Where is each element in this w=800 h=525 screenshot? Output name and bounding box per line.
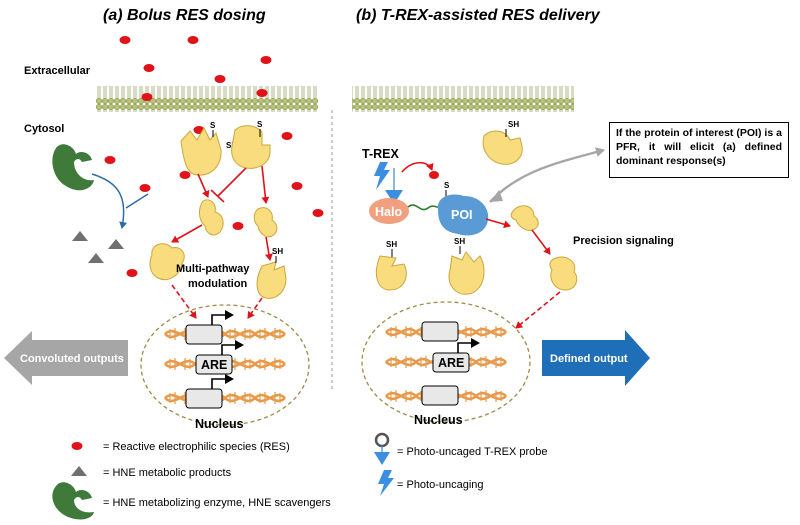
protein-a1 <box>180 126 222 176</box>
pathway-arrow-2 <box>261 165 270 204</box>
gene-box-a3 <box>185 388 223 409</box>
nucleus-a <box>140 304 310 426</box>
convoluted-outputs-label: Convoluted outputs <box>20 353 124 365</box>
gene-box-a1 <box>185 324 223 345</box>
halo-shape <box>369 198 409 224</box>
legend-hne-product <box>71 466 87 476</box>
convoluted-outputs-arrow <box>4 331 128 385</box>
nucleus-b <box>361 301 531 423</box>
legend-enzyme-label: = HNE metabolizing enzyme, HNE scavenger… <box>103 497 331 509</box>
protein-b-downstream <box>549 256 578 291</box>
precision-arrow <box>531 229 551 255</box>
protein-b3 <box>448 251 485 295</box>
are-label-b: ARE <box>438 356 464 370</box>
membrane-right <box>352 86 574 112</box>
legend-res-label: = Reactive electrophilic species (RES) <box>103 441 290 453</box>
are-box-b <box>432 352 470 373</box>
defined-output-label: Defined output <box>550 353 628 365</box>
protein-a5 <box>149 243 185 281</box>
sh-label-b2: SH <box>386 240 397 249</box>
protein-b2 <box>375 255 407 291</box>
panel-b-title: (b) T-REX-assisted RES delivery <box>356 7 601 24</box>
linker <box>407 204 443 211</box>
poi-note-box: If the protein of interest (POI) is a PF… <box>609 122 789 178</box>
legend-probe-label: = Photo-uncaged T-REX probe <box>397 446 548 458</box>
hne-enzyme-shape <box>52 144 94 191</box>
precision-signaling-label: Precision signaling <box>573 235 674 247</box>
extracellular-label: Extracellular <box>24 65 91 77</box>
pathway-arrow-1 <box>197 173 210 198</box>
res-dot-b-transferred <box>429 171 439 179</box>
legend-probe-icon <box>374 432 390 448</box>
poi-note-arrow <box>489 147 605 203</box>
sh-label-a6: SH <box>272 247 283 256</box>
are-box-a <box>195 354 233 375</box>
enzyme-pathway-arrow <box>91 173 128 229</box>
protein-a2 <box>231 125 271 169</box>
res-to-pathway-arrow <box>125 193 149 209</box>
defined-output-arrow <box>542 330 650 386</box>
pathway-arrow-4 <box>265 236 273 261</box>
nucleus-label-b: Nucleus <box>414 413 463 427</box>
multi-pathway-label-2: modulation <box>188 278 248 290</box>
legend-hne-products-label: = HNE metabolic products <box>103 467 232 479</box>
are-label-a: ARE <box>201 358 227 372</box>
pathway-dashed-2 <box>247 297 263 319</box>
pathway-dashed-1 <box>171 284 197 319</box>
legend-uncaging-label: = Photo-uncaging <box>397 479 484 491</box>
legend-res-dot <box>71 442 83 450</box>
legend-uncaging-bolt <box>378 470 394 496</box>
s-label-b-poi: S <box>444 181 450 190</box>
sh-label-b3: SH <box>454 237 465 246</box>
photo-uncaging-bolt <box>374 162 390 190</box>
protein-a4 <box>253 207 278 238</box>
protein-a6 <box>256 261 287 299</box>
trex-label: T-REX <box>362 147 399 161</box>
pathway-arrow-3 <box>171 224 203 243</box>
cytosol-label: Cytosol <box>24 123 64 135</box>
protein-a3 <box>199 199 224 236</box>
s-label-a2: S <box>257 120 263 129</box>
nucleus-label-a: Nucleus <box>195 417 244 431</box>
poi-shape <box>437 194 489 236</box>
s-label-a1: S <box>210 121 216 130</box>
gene-box-b3 <box>421 385 459 406</box>
poi-label: POI <box>451 208 473 222</box>
multi-pathway-label-1: Multi-pathway <box>176 263 250 275</box>
protein-b-signal <box>510 205 539 231</box>
panel-a-title: (a) Bolus RES dosing <box>103 7 266 24</box>
legend-enzyme-icon <box>52 482 94 520</box>
gene-box-b1 <box>421 321 459 342</box>
precision-dashed-arrow <box>515 291 561 329</box>
trex-probe-triangle <box>385 190 403 204</box>
sh-label-b1: SH <box>508 120 519 129</box>
poi-to-pathway-arrow <box>485 218 511 229</box>
hne-products <box>72 231 124 263</box>
trex-transfer-arrow <box>401 161 434 173</box>
pathway-inhibit <box>217 167 247 197</box>
halo-label: Halo <box>375 205 402 219</box>
protein-b1 <box>482 130 523 165</box>
membrane-left <box>96 86 318 112</box>
